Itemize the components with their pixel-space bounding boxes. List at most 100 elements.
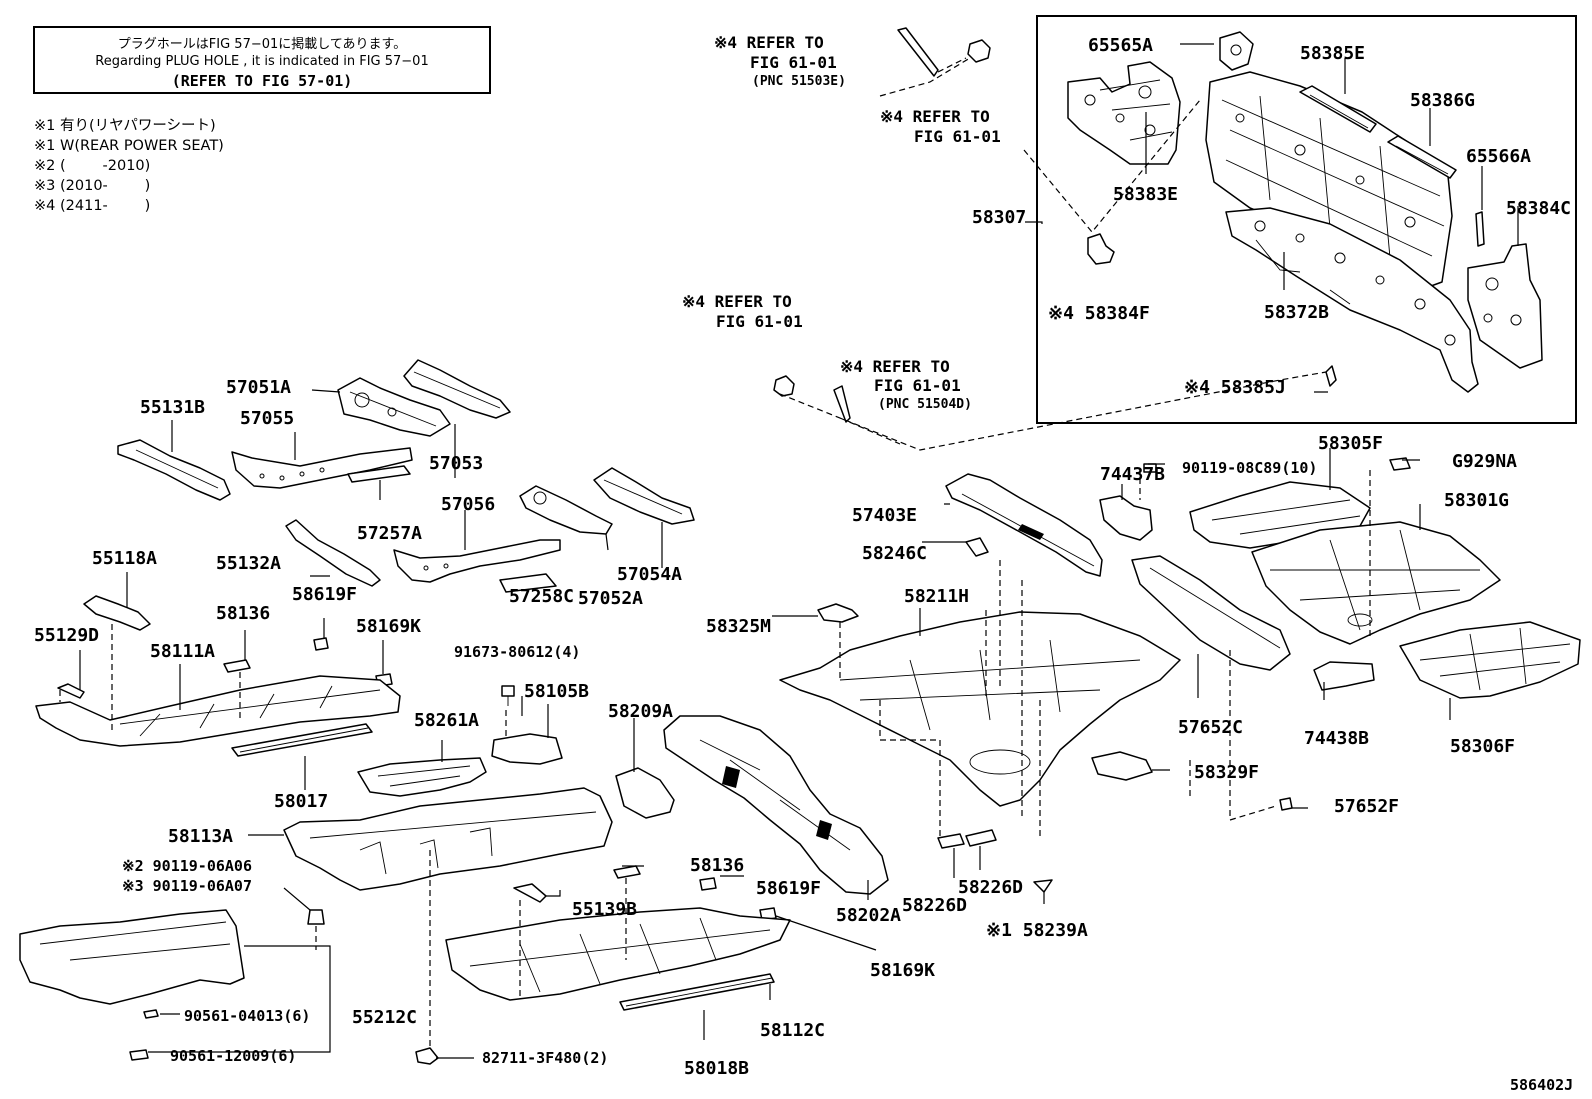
part-58261A-drawing (357, 757, 487, 797)
label-57056: 57056 (441, 494, 495, 515)
label-55132A: 55132A (216, 553, 281, 574)
label-74437B: 74437B (1100, 464, 1165, 485)
part-58209A-drawing (615, 767, 675, 819)
label-58301G: 58301G (1444, 490, 1509, 511)
part-65566A-drawing (1475, 211, 1485, 247)
label-58111A: 58111A (150, 641, 215, 662)
notice-refer: (REFER TO FIG 57-01) (171, 72, 353, 90)
refer-note-51504D: ※4 REFER TO FIG 61-01 (PNC 51504D) (840, 357, 972, 412)
part-58385E-drawing (1299, 85, 1377, 133)
label-58619F-upper: 58619F (292, 584, 357, 605)
part-74438B-drawing (1313, 661, 1375, 691)
label-57652C: 57652C (1178, 717, 1243, 738)
part-58226D-a-drawing (937, 833, 965, 849)
label-58239A: ※1 58239A (986, 920, 1088, 941)
label-65565A: 65565A (1088, 35, 1153, 56)
label-90561-04013: 90561-04013(6) (184, 1007, 310, 1025)
refer-line3: (PNC 51503E) (752, 74, 846, 89)
part-57052A-drawing (519, 485, 613, 535)
part-90119-bolt-drawing (307, 909, 325, 925)
part-58202A-drawing (663, 715, 889, 895)
diagram-id: 586402J (1510, 1076, 1573, 1094)
label-58226D-a: 58226D (902, 895, 967, 916)
part-G929NA-drawing (1389, 457, 1411, 471)
part-58329F-drawing (1091, 751, 1153, 781)
part-82711-drawing (415, 1047, 439, 1065)
label-82711: 82711-3F480(2) (482, 1049, 608, 1067)
part-58386G-drawing (1387, 135, 1457, 179)
label-90119-08C89: 90119-08C89(10) (1182, 459, 1317, 477)
part-74437B-drawing (1099, 495, 1153, 541)
label-58325M: 58325M (706, 616, 771, 637)
part-58372B-drawing (1225, 207, 1479, 393)
part-58619F-lower-drawing (699, 877, 717, 891)
part-57056-drawing (393, 539, 561, 583)
nut-top-drawing (967, 39, 991, 63)
part-58113A-drawing (283, 787, 613, 891)
part-58018B-drawing (619, 973, 775, 1011)
part-57403E-drawing (945, 473, 1103, 577)
label-58386G: 58386G (1410, 90, 1475, 111)
legend-item: ※2 ( -2010) (34, 158, 151, 174)
label-58619F-lower: 58619F (756, 878, 821, 899)
label-58246C: 58246C (862, 543, 927, 564)
part-90561-04013-drawing (143, 1009, 159, 1019)
label-58305F: 58305F (1318, 433, 1383, 454)
label-58329F: 58329F (1194, 762, 1259, 783)
bracket-51504D-drawing (833, 385, 851, 423)
label-57055: 57055 (240, 408, 294, 429)
label-58383E: 58383E (1113, 184, 1178, 205)
label-55212C: 55212C (352, 1007, 417, 1028)
label-57054A: 57054A (617, 564, 682, 585)
part-labels: 65565A 58385E 58386G 65566A 58383E 58307… (34, 35, 1571, 1079)
label-55131B: 55131B (140, 397, 205, 418)
legend-item: ※3 (2010- ) (34, 178, 151, 194)
label-58169K-upper: 58169K (356, 616, 421, 637)
part-57258C-drawing (499, 573, 557, 593)
part-57051A-drawing (337, 377, 451, 437)
part-90561-12009-drawing (129, 1049, 149, 1061)
legend-item: ※1 有り(リヤパワーシート) (34, 118, 216, 134)
part-55131B-drawing (117, 439, 231, 501)
label-58136-lower: 58136 (690, 855, 744, 876)
refer-line1: ※4 REFER TO (840, 357, 950, 376)
refer-line2: FIG 61-01 (914, 127, 1001, 146)
part-57257A-drawing (347, 465, 411, 483)
part-91673-bolt-drawing (501, 685, 515, 706)
label-55129D: 55129D (34, 625, 99, 646)
label-57652F: 57652F (1334, 796, 1399, 817)
nut-middle-drawing (773, 375, 795, 397)
part-58325M-drawing (817, 603, 859, 623)
label-57053: 57053 (429, 453, 483, 474)
label-57403E: 57403E (852, 505, 917, 526)
label-58307: 58307 (972, 207, 1026, 228)
label-58017: 58017 (274, 791, 328, 812)
part-58112C-drawing (445, 907, 791, 1001)
part-58306F-drawing (1399, 621, 1581, 699)
part-58301G-drawing (1251, 521, 1501, 645)
part-57652F-drawing (1279, 797, 1293, 811)
notice-japanese: プラグホールはFIG 57−01に掲載してあります。 (117, 37, 407, 52)
part-58385J-drawing (1325, 365, 1337, 387)
refer-note-top: ※4 REFER TO FIG 61-01 (880, 107, 1001, 146)
label-55118A: 55118A (92, 548, 157, 569)
label-65566A: 65566A (1466, 146, 1531, 167)
part-55139B-drawing (513, 883, 547, 903)
label-58211H: 58211H (904, 586, 969, 607)
refer-line3: (PNC 51504D) (878, 397, 972, 412)
label-58385J: ※4 58385J (1184, 377, 1286, 398)
part-58169K-lower-drawing (759, 907, 777, 921)
part-58384F-drawing (1087, 233, 1115, 265)
part-58383E-drawing (1067, 61, 1181, 165)
label-58202A: 58202A (836, 905, 901, 926)
label-90561-12009: 90561-12009(6) (170, 1047, 296, 1065)
plug-hole-notice: プラグホールはFIG 57−01に掲載してあります。 Regarding PLU… (33, 26, 491, 94)
label-58018B: 58018B (684, 1058, 749, 1079)
label-58169K-lower: 58169K (870, 960, 935, 981)
part-55118A-drawing (83, 595, 151, 631)
legend-item: ※1 W(REAR POWER SEAT) (34, 138, 224, 154)
refer-line2: FIG 61-01 (874, 376, 961, 395)
label-58306F: 58306F (1450, 736, 1515, 757)
label-90119-06A07: ※3 90119-06A07 (122, 877, 252, 895)
part-57053-drawing (403, 359, 511, 419)
